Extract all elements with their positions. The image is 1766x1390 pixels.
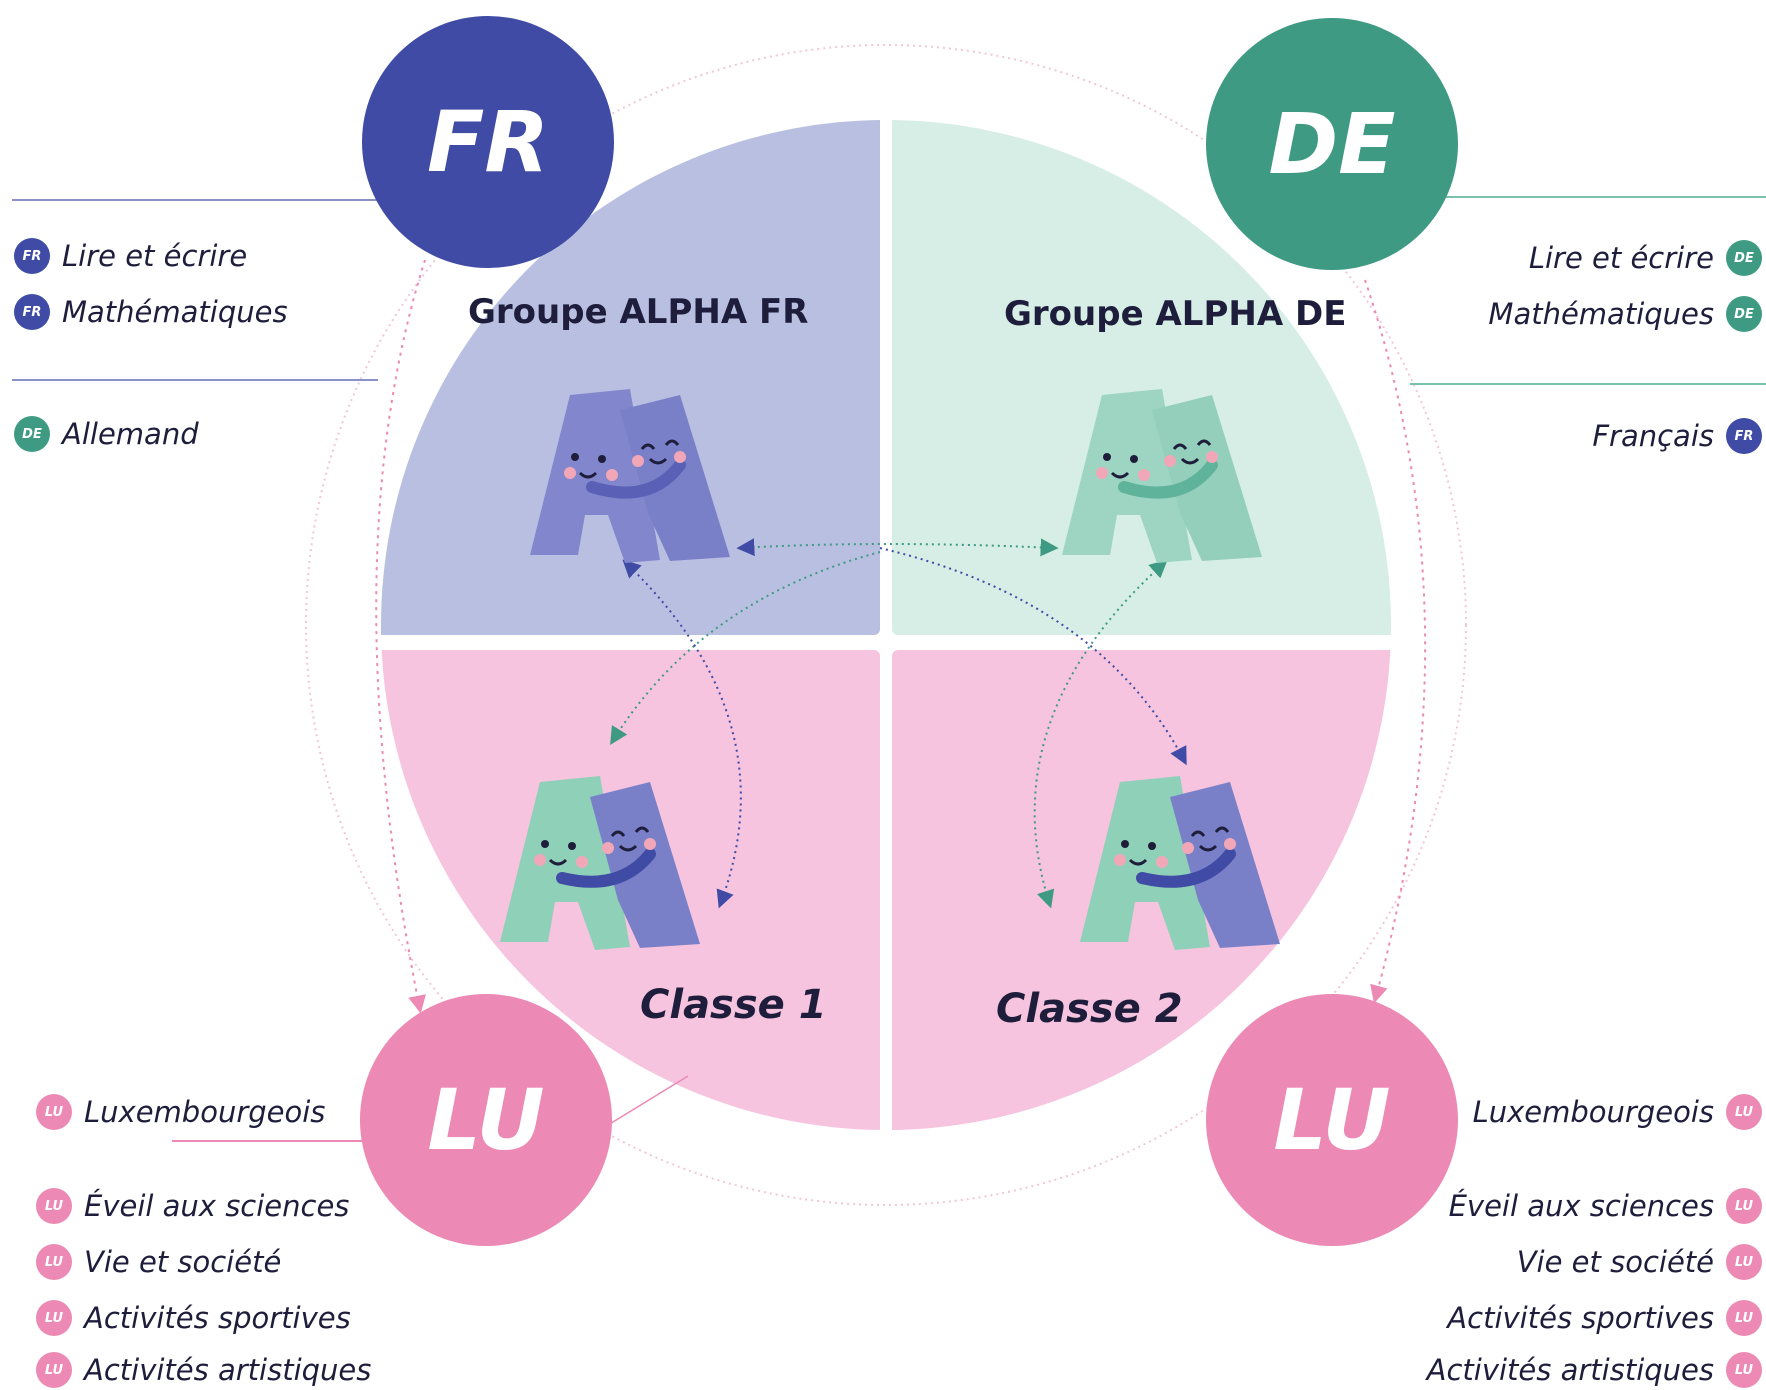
quadrant-title-classe2: Classe 2 — [996, 986, 1183, 1032]
subject-label: Activités sportives — [84, 1301, 351, 1335]
lu-badge-icon: LU — [1726, 1188, 1762, 1224]
de-badge-icon: DE — [14, 416, 50, 452]
lu-badge-icon: LU — [1726, 1094, 1762, 1130]
subject-label: Mathématiques — [62, 295, 288, 329]
subject-label: Mathématiques — [1488, 297, 1714, 331]
subject-label: Luxembourgeois — [84, 1095, 326, 1129]
connector-lu-left-diag — [599, 1075, 689, 1131]
right-label-lu-2: LU Vie et société — [1517, 1242, 1762, 1282]
subject-label: Lire et écrire — [1528, 241, 1714, 275]
right-label-lu-3: LU Activités sportives — [1447, 1298, 1762, 1338]
left-label-de-0: DE Allemand — [14, 414, 199, 454]
left-label-fr-0: FR Lire et écrire — [14, 236, 247, 276]
outer-ring — [305, 44, 1467, 1206]
left-label-lu-0: LU Luxembourgeois — [36, 1092, 325, 1132]
mascot-classe2-mixed — [1080, 776, 1280, 950]
mascot-fr-pair — [530, 389, 730, 563]
right-label-lu-1: LU Éveil aux sciences — [1449, 1186, 1762, 1226]
subject-label: Activités sportives — [1447, 1301, 1714, 1335]
subject-label: Vie et société — [84, 1245, 282, 1279]
subject-label: Lire et écrire — [62, 239, 248, 273]
fr-badge-icon: FR — [14, 238, 50, 274]
left-label-lu-2: LU Vie et société — [36, 1242, 281, 1282]
left-label-lu-4: LU Activités artistiques — [36, 1350, 371, 1390]
circle-lu-left: LU — [360, 994, 612, 1246]
lu-badge-icon: LU — [36, 1188, 72, 1224]
subject-label: Luxembourgeois — [1472, 1095, 1714, 1129]
left-label-lu-1: LU Éveil aux sciences — [36, 1186, 349, 1226]
de-badge-icon: DE — [1726, 240, 1762, 276]
subject-label: Français — [1592, 419, 1714, 453]
subject-label: Activités artistiques — [84, 1353, 372, 1387]
subject-label: Vie et société — [1516, 1245, 1714, 1279]
subject-label: Éveil aux sciences — [84, 1189, 350, 1223]
right-label-de-1: DE Mathématiques — [1488, 294, 1762, 334]
fr-badge-icon: FR — [1726, 418, 1762, 454]
quadrant-title-fr: Groupe ALPHA FR — [468, 292, 809, 332]
circle-de: DE — [1206, 18, 1458, 270]
mascot-de-pair — [1062, 389, 1262, 563]
right-label-de-0: DE Lire et écrire — [1529, 238, 1762, 278]
lu-badge-icon: LU — [1726, 1300, 1762, 1336]
lu-badge-icon: LU — [36, 1094, 72, 1130]
quadrant-title-de: Groupe ALPHA DE — [1004, 294, 1347, 334]
left-label-fr-1: FR Mathématiques — [14, 292, 288, 332]
subject-label: Éveil aux sciences — [1448, 1189, 1714, 1223]
lu-badge-icon: LU — [1726, 1352, 1762, 1388]
right-label-lu-4: LU Activités artistiques — [1427, 1350, 1762, 1390]
fr-badge-icon: FR — [14, 294, 50, 330]
quadrant-title-classe1: Classe 1 — [640, 982, 827, 1028]
right-label-lu-0: LU Luxembourgeois — [1473, 1092, 1762, 1132]
circle-lu-right: LU — [1206, 994, 1458, 1246]
mascot-classe1-mixed — [500, 776, 700, 950]
circle-fr: FR — [362, 16, 614, 268]
arrow-fr-de — [736, 538, 1059, 557]
lu-badge-icon: LU — [36, 1244, 72, 1280]
right-label-fr-0: FR Français — [1592, 416, 1762, 456]
cycle-arrow-de-to-lu — [1364, 279, 1427, 1004]
left-label-lu-3: LU Activités sportives — [36, 1298, 351, 1338]
subject-label: Activités artistiques — [1426, 1353, 1714, 1387]
arrow-de-classe2 — [1033, 559, 1168, 909]
lu-badge-icon: LU — [36, 1352, 72, 1388]
lu-badge-icon: LU — [36, 1300, 72, 1336]
subject-label: Allemand — [62, 417, 199, 451]
lu-badge-icon: LU — [1726, 1244, 1762, 1280]
arrow-fr-classe1 — [622, 559, 742, 909]
de-badge-icon: DE — [1726, 296, 1762, 332]
